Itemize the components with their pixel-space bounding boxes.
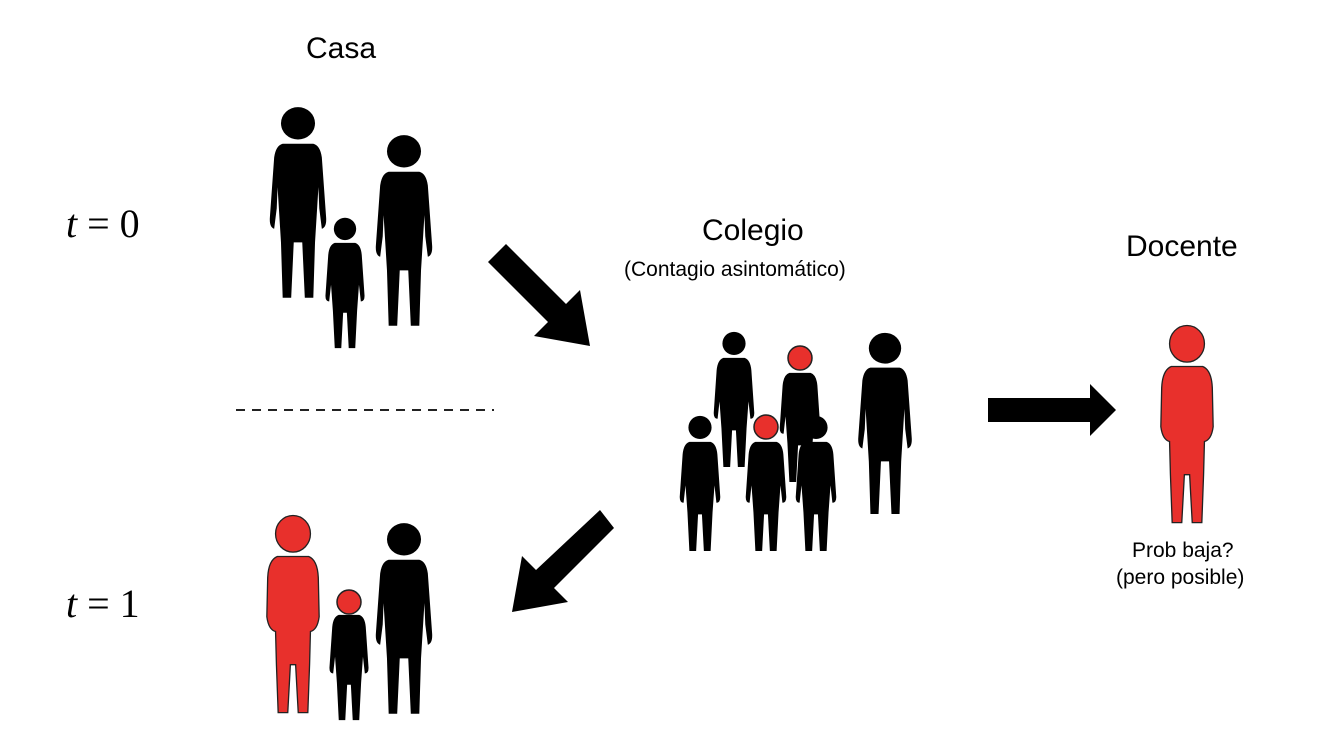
time-variable: t bbox=[66, 201, 78, 246]
child-figure bbox=[329, 589, 369, 721]
infected-adult-figure bbox=[265, 514, 321, 714]
time-variable: t bbox=[66, 581, 78, 626]
child-figure bbox=[713, 331, 755, 468]
adult-figure bbox=[375, 523, 433, 714]
infected-head bbox=[753, 414, 779, 440]
child-figure bbox=[779, 345, 821, 483]
child-figure bbox=[325, 217, 365, 349]
colegio-sublabel: (Contagio asintomático) bbox=[624, 258, 846, 281]
child-figure bbox=[679, 415, 721, 552]
arrow-school-to-home bbox=[512, 510, 614, 612]
adult-figure bbox=[858, 332, 912, 514]
docente-label: Docente bbox=[1126, 230, 1238, 263]
child-figure bbox=[745, 414, 787, 552]
casa-label: Casa bbox=[306, 32, 377, 65]
arrow-home-to-school bbox=[488, 244, 590, 346]
teacher-figure bbox=[1159, 324, 1215, 524]
colegio-label: Colegio bbox=[702, 214, 804, 247]
adult-figure bbox=[375, 135, 433, 326]
time-value: = 1 bbox=[77, 581, 140, 626]
time-label-t1: t = 1 bbox=[66, 580, 140, 627]
infected-head bbox=[336, 589, 362, 615]
family-t0 bbox=[269, 107, 433, 349]
school-group bbox=[679, 331, 912, 552]
docente-note-line-1: Prob baja? bbox=[1132, 539, 1234, 562]
family-t1 bbox=[265, 514, 433, 721]
docente-note-line-2: (pero posible) bbox=[1116, 566, 1245, 589]
time-value: = 0 bbox=[77, 201, 140, 246]
time-label-t0: t = 0 bbox=[66, 200, 140, 247]
adult-figure bbox=[269, 107, 327, 298]
arrow-school-to-teacher bbox=[988, 384, 1116, 436]
infected-head bbox=[787, 345, 813, 371]
